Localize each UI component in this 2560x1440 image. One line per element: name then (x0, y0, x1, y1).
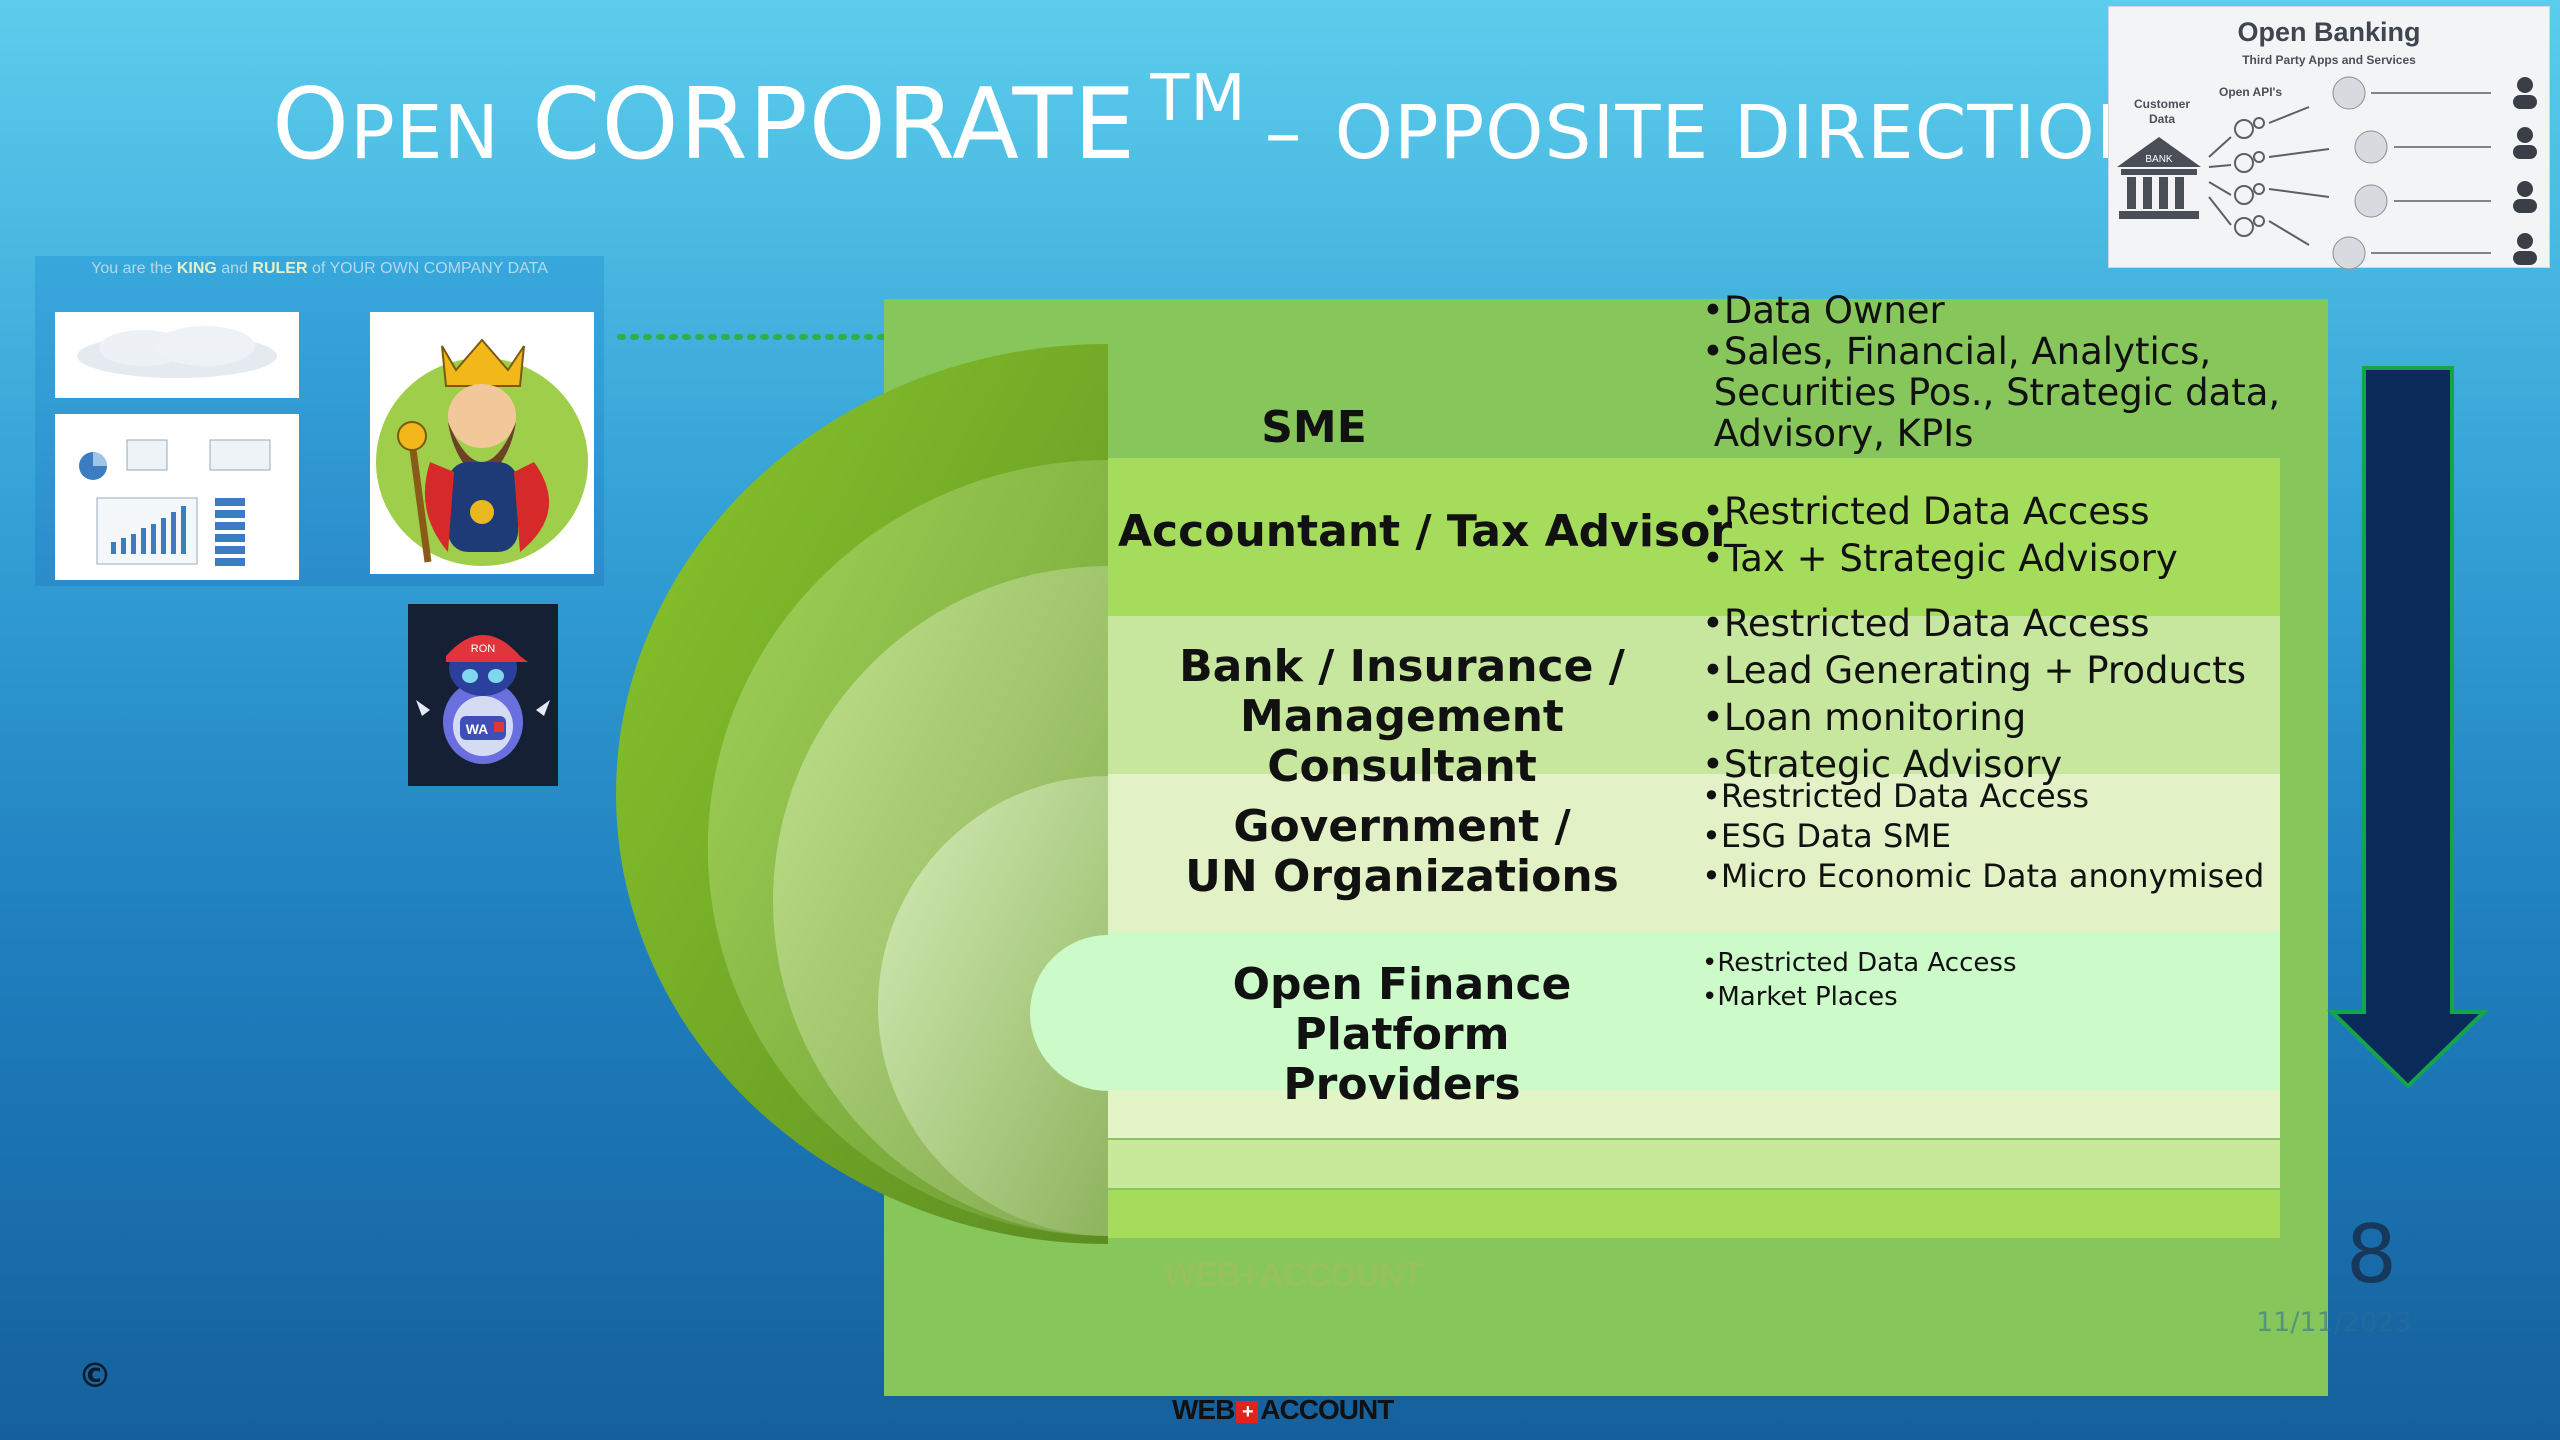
cloud-card (55, 312, 299, 398)
robot-mascot: RON WA (408, 604, 558, 786)
king-caption: You are the KING and RULER of YOUR OWN C… (91, 260, 548, 277)
band-empty-1 (1108, 1090, 2280, 1138)
customer-data-label: Customer Data (2133, 97, 2190, 126)
bullets-gov: •Restricted Data Access •ESG Data SME •M… (1702, 777, 2265, 895)
band-accountant (1108, 458, 2280, 616)
band-openfin (1108, 932, 2280, 1090)
band-sme (1108, 300, 2280, 458)
analytics-card (55, 414, 299, 580)
ring-openfin (1030, 935, 1108, 1091)
ring-gov (878, 776, 1108, 1236)
band-bank (1108, 616, 2280, 774)
copyright-symbol: © (78, 1356, 112, 1396)
svg-text:RON: RON (471, 643, 496, 655)
band-empty-2 (1108, 1140, 2280, 1188)
open-banking-graphic: BANK (2117, 76, 2537, 269)
bullets-bank: •Restricted Data Access •Lead Generating… (1702, 602, 2247, 786)
watermark-logo: WEB+ACCOUNT (1164, 1256, 1423, 1294)
open-banking-title: Open Banking (2237, 17, 2421, 47)
open-banking-subtitle: Third Party Apps and Services (2242, 53, 2416, 67)
king-ruler-panel: You are the KING and RULER of YOUR OWN C… (35, 256, 604, 586)
role-accountant: Accountant / Tax Advisor (1118, 506, 1733, 557)
svg-text:BANK: BANK (2145, 154, 2173, 165)
role-openfin: Open Finance Platform Providers (1232, 959, 1572, 1110)
page-number: 8 (2346, 1208, 2397, 1301)
role-gov: Government / UN Organizations (1185, 801, 1619, 902)
open-banking-image: Open Banking Third Party Apps and Servic… (2108, 6, 2550, 269)
down-arrow (2327, 366, 2489, 1089)
bullets-openfin: •Restricted Data Access •Market Places (1702, 948, 2017, 1012)
user-icon (2513, 77, 2537, 265)
role-bank: Bank / Insurance / Management Consultant (1179, 641, 1625, 792)
brand-logo: WEB+ACCOUNT (1172, 1394, 1394, 1425)
open-apis-label: Open API's (2219, 85, 2283, 99)
bullets-sme: •Data Owner •Sales, Financial, Analytics… (1702, 289, 2281, 455)
svg-text:WA: WA (466, 721, 489, 737)
role-sme: SME (1261, 402, 1367, 453)
band-empty-3 (1108, 1190, 2280, 1238)
slide-date: 11/11/2023 (2256, 1307, 2412, 1338)
bullets-accountant: •Restricted Data Access •Tax + Strategic… (1702, 490, 2178, 580)
king-illustration (370, 312, 594, 574)
bank-icon: BANK (2117, 137, 2201, 219)
band-gov (1108, 774, 2280, 932)
